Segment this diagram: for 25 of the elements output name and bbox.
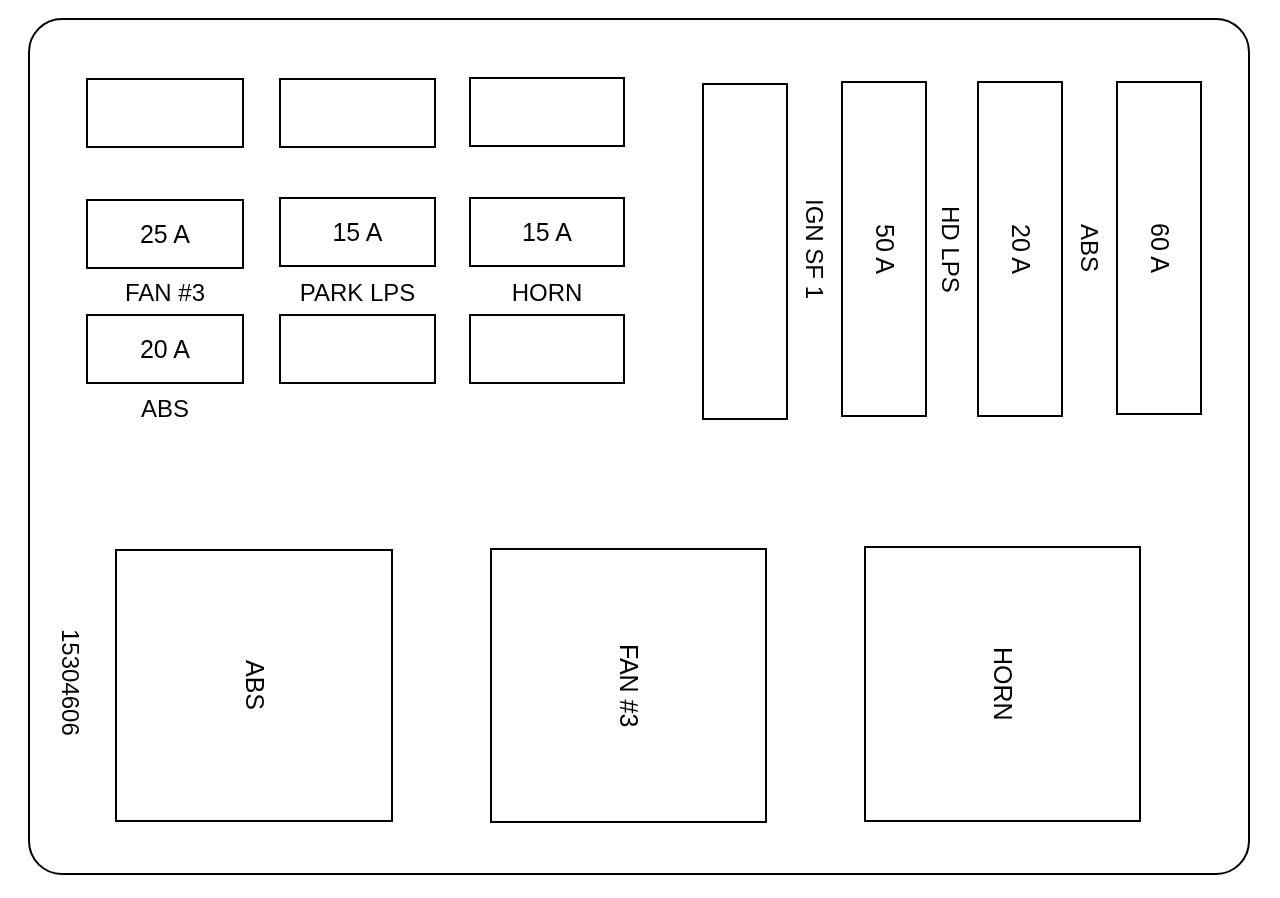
fuse-label: HD LPS [936,204,965,295]
fuse [469,314,625,384]
fuse-box-panel [28,18,1250,875]
fuse-label: PARK LPS [298,278,417,308]
fuse [279,78,436,148]
fuse-label: FAN #3 [123,278,206,308]
fuse [279,314,436,384]
relay: ABS [115,549,393,822]
relay: FAN #3 [490,548,767,823]
fuse-label: ABS [140,394,190,424]
fuse-label: HORN [510,278,584,308]
fuse: 50 A [841,81,927,417]
fuse [86,78,244,148]
fuse: 15 A [279,197,436,267]
fuse: 15 A [469,197,625,267]
fuse [469,77,625,147]
fuse: 20 A [86,314,244,384]
fuse: 25 A [86,199,244,269]
fuse-label: IGN SF 1 [800,198,829,301]
fuse [702,83,788,420]
fuse-label: ABS [1075,223,1104,274]
fuse: 20 A [977,81,1063,417]
part-number: 15304606 [56,627,85,738]
relay: HORN [864,546,1141,822]
fuse: 60 A [1116,81,1202,415]
